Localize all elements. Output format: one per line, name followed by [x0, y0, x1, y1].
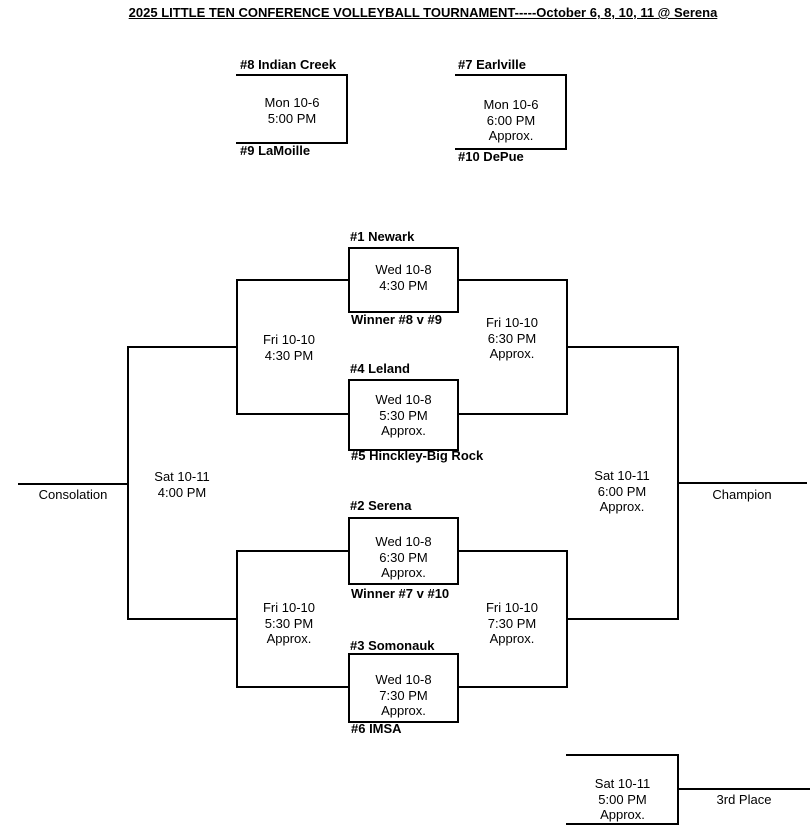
sf-championship-upper-schedule: Fri 10-10 6:30 PM Approx.	[485, 315, 539, 361]
playin2-bottom-team: #10 DePue	[458, 149, 524, 164]
champion-result-line	[677, 482, 807, 484]
sf-consolation-upper-schedule: Fri 10-10 4:30 PM	[262, 332, 316, 363]
qf3-schedule: Wed 10-8 6:30 PM Approx.	[375, 534, 432, 580]
champion-label: Champion	[712, 487, 772, 502]
qf4-bottom-team: #6 IMSA	[351, 721, 402, 736]
third-place-bottom-line	[566, 823, 679, 825]
playin2-top-line	[455, 74, 567, 76]
qf2-box	[348, 379, 459, 451]
qf2-schedule: Wed 10-8 5:30 PM Approx.	[375, 392, 432, 438]
qf3-right-feed-line	[459, 550, 567, 552]
sf-consolation-lower-schedule: Fri 10-10 5:30 PM Approx.	[262, 600, 316, 646]
qf1-bottom-team: Winner #8 v #9	[351, 312, 442, 327]
qf1-right-feed-line	[459, 279, 567, 281]
final-consolation-schedule: Sat 10-11 4:00 PM	[154, 469, 210, 500]
third-place-label: 3rd Place	[716, 792, 772, 807]
playin1-right-line	[346, 74, 348, 144]
third-place-result-line	[677, 788, 810, 790]
playin1-bottom-team: #9 LaMoille	[240, 143, 311, 158]
final-championship-schedule: Sat 10-11 6:00 PM Approx.	[594, 468, 650, 514]
playin2-schedule: Mon 10-6 6:00 PM Approx.	[483, 97, 539, 143]
playin1-schedule: Mon 10-6 5:00 PM	[264, 95, 320, 126]
sf-championship-upper-winner-line	[566, 346, 679, 348]
tournament-title: 2025 LITTLE TEN CONFERENCE VOLLEYBALL TO…	[128, 5, 718, 20]
sf-championship-lower-winner-line	[566, 618, 679, 620]
sf-consolation-upper-winner-line	[127, 346, 238, 348]
playin2-top-team: #7 Earlville	[458, 57, 526, 72]
qf2-right-feed-line	[459, 413, 567, 415]
third-place-schedule: Sat 10-11 5:00 PM Approx.	[594, 776, 651, 822]
playin1-top-team: #8 Indian Creek	[240, 57, 337, 72]
qf1-left-feed-line	[236, 279, 348, 281]
playin1-bottom-line	[236, 142, 348, 144]
qf3-top-team: #2 Serena	[350, 498, 412, 513]
qf4-left-feed-line	[236, 686, 348, 688]
qf3-bottom-team: Winner #7 v #10	[351, 586, 450, 601]
qf4-box	[348, 653, 459, 723]
final-consolation-bracket-line	[127, 346, 129, 620]
qf1-box	[348, 247, 459, 313]
qf2-left-feed-line	[236, 413, 348, 415]
playin2-right-line	[565, 74, 567, 150]
qf2-top-team: #4 Leland	[350, 361, 410, 376]
qf4-top-team: #3 Somonauk	[350, 638, 435, 653]
third-place-top-line	[566, 754, 679, 756]
consolation-label: Consolation	[38, 487, 108, 502]
qf4-schedule: Wed 10-8 7:30 PM Approx.	[375, 672, 432, 718]
qf1-top-team: #1 Newark	[350, 229, 415, 244]
qf3-left-feed-line	[236, 550, 348, 552]
consolation-result-line	[18, 483, 128, 485]
qf2-bottom-team: #5 Hinckley-Big Rock	[351, 448, 484, 463]
playin2-bottom-line	[455, 148, 567, 150]
playin1-top-line	[236, 74, 348, 76]
sf-consolation-lower-winner-line	[127, 618, 238, 620]
qf3-box	[348, 517, 459, 585]
qf1-schedule: Wed 10-8 4:30 PM	[375, 262, 432, 293]
sf-championship-lower-schedule: Fri 10-10 7:30 PM Approx.	[485, 600, 539, 646]
qf4-right-feed-line	[459, 686, 567, 688]
